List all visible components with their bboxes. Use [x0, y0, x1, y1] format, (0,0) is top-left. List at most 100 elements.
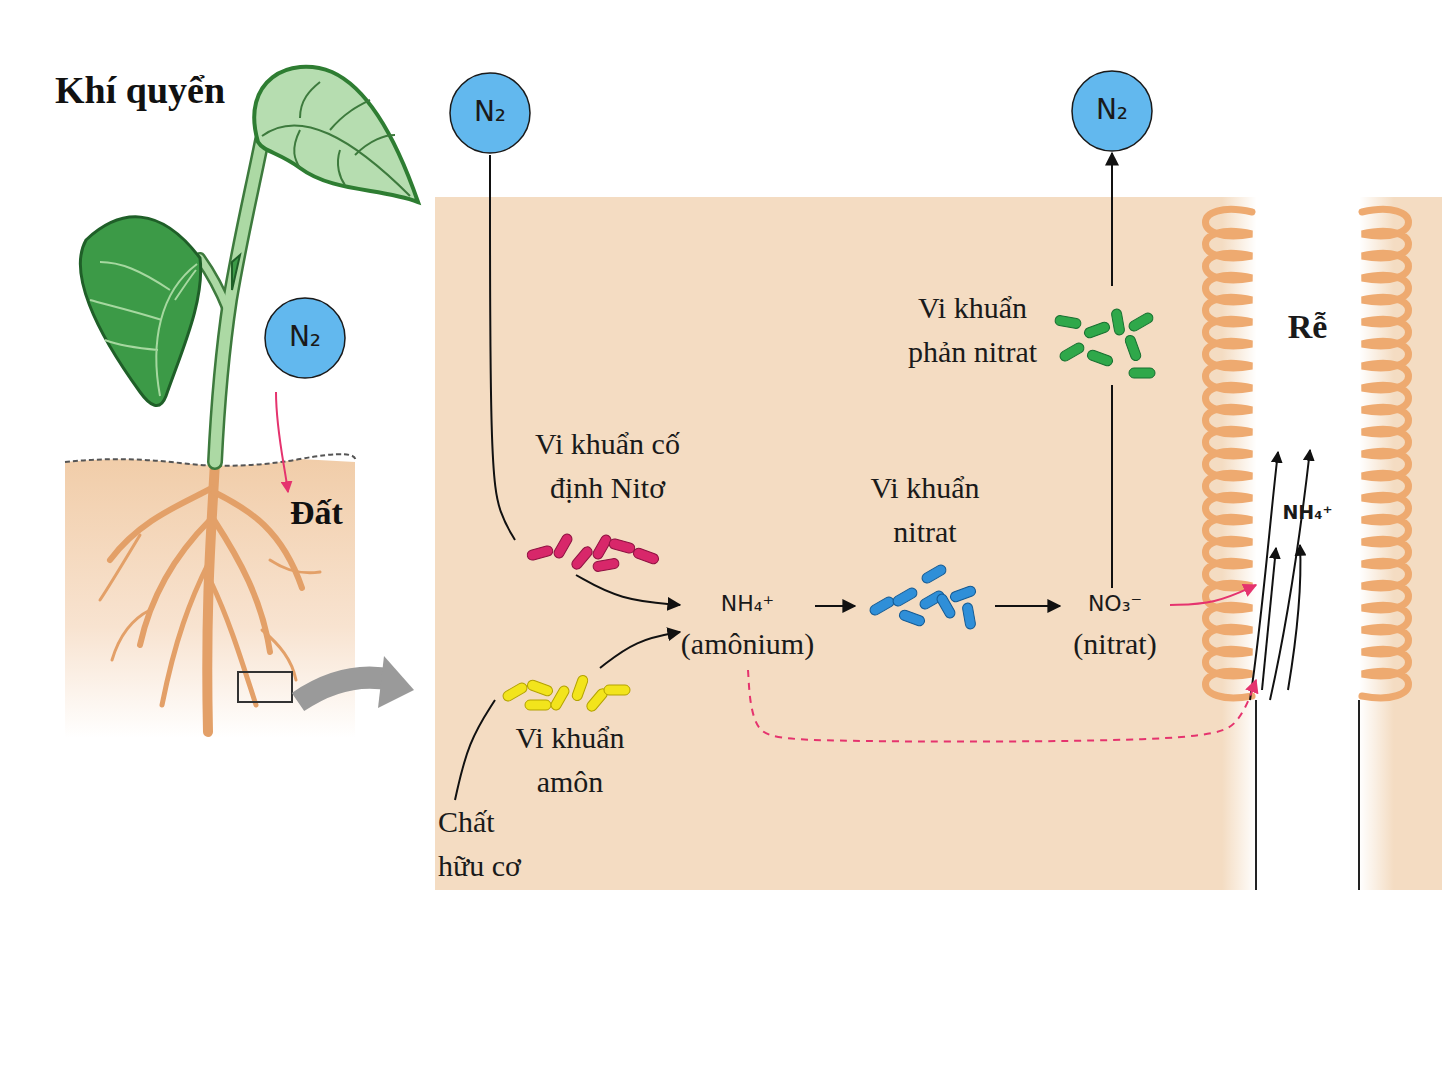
gas-circle	[265, 298, 345, 378]
zoom-arrow	[298, 678, 392, 702]
leaf-veins	[90, 262, 197, 396]
zoom-box	[238, 672, 292, 702]
bacteria-label: Vi khuẩn cố định Nitơ	[515, 422, 700, 510]
bacterium	[608, 538, 636, 554]
bacterium	[1086, 349, 1114, 367]
region-label: Khí quyển	[55, 68, 225, 112]
gas-circle	[450, 73, 530, 153]
bacterium	[962, 602, 976, 629]
text-run: N₂	[474, 93, 506, 131]
root-branch	[162, 562, 209, 705]
bacteria-label: Vi khuẩn amôn	[495, 716, 645, 804]
ammonifying-bacteria	[501, 674, 630, 713]
flow-connector	[576, 575, 680, 605]
bacterium	[526, 679, 554, 697]
ion-formula: NH₄⁺	[680, 588, 815, 620]
top-leaf	[254, 67, 418, 202]
bacterium	[549, 684, 571, 712]
bacterium	[898, 609, 926, 627]
bacterium	[920, 563, 948, 585]
bacterium	[571, 674, 589, 702]
text-run: Rễ	[1288, 305, 1328, 349]
nitrifying-bacteria	[868, 563, 977, 630]
bacterium	[1111, 308, 1125, 335]
zoom-arrow-head	[378, 656, 414, 708]
gas-formula: N₂	[1070, 91, 1154, 129]
text-run: (nitrat)	[1073, 622, 1156, 666]
bacteria-label: Vi khuẩn nitrat	[855, 466, 995, 554]
uptake-arrow	[1270, 450, 1310, 700]
bacterium	[891, 586, 919, 608]
main-root	[207, 462, 215, 732]
text-run: N₂	[1096, 91, 1128, 129]
root-band: RễNH₄⁺	[1256, 197, 1359, 890]
root-hairs	[1362, 209, 1409, 698]
bacterium	[525, 700, 551, 710]
root-branch	[110, 488, 212, 560]
text-run: NH₄⁺	[721, 588, 774, 620]
text-run: Vi khuẩn phản nitrat	[890, 286, 1055, 374]
plant-roots	[100, 462, 320, 732]
nitrogen-entry-arrow	[276, 392, 288, 492]
root-label: Rễ	[1256, 305, 1359, 349]
bacterium	[1124, 334, 1142, 362]
ion-node: NO₃⁻(nitrat)	[1060, 588, 1170, 670]
nitrogen-fixing-bacteria	[526, 532, 660, 572]
ion-node: NH₄⁺(amônium)	[680, 588, 815, 670]
root-branch	[100, 535, 140, 600]
left-leaf	[80, 217, 200, 406]
plant-stem	[200, 140, 262, 462]
bacterium	[604, 685, 630, 695]
stem	[200, 258, 228, 310]
root-branch	[270, 560, 320, 573]
flow-connector	[1111, 385, 1113, 588]
bacterium	[949, 585, 977, 603]
bacteria-group: Vi khuẩn cố định Nitơ	[515, 422, 700, 575]
flow-connector	[748, 670, 1256, 742]
nitrogen-gas-circle: N₂	[1070, 69, 1154, 153]
text-run: N₂	[289, 318, 321, 356]
bacterium	[1127, 311, 1155, 333]
nitrogen-gas-circle: N₂	[263, 296, 347, 380]
ion-name: (nitrat)	[1060, 622, 1170, 666]
denitrifying-bacteria	[1054, 308, 1155, 378]
region-label: Đất	[290, 494, 343, 532]
bacterium	[632, 547, 660, 565]
bacterium	[1058, 341, 1086, 363]
root-streak	[1262, 700, 1300, 780]
text-run: Vi khuẩn cố định Nitơ	[515, 422, 700, 510]
ion-formula: NO₃⁻	[1060, 588, 1170, 620]
root-outline	[1256, 700, 1359, 890]
nitrogen-gas-circle: N₂	[448, 71, 532, 155]
flow-connector	[600, 632, 680, 668]
root-core	[1256, 197, 1359, 890]
bacteria-group: Vi khuẩn phản nitrat	[890, 286, 1160, 385]
flow-connector	[1111, 153, 1113, 286]
flow-connector	[815, 605, 855, 607]
ion-formula: NH₄⁺	[1256, 499, 1359, 525]
text-run: NH₄⁺	[1282, 499, 1332, 525]
bacterium	[592, 558, 619, 572]
bacterium	[1054, 315, 1081, 329]
root-streaks	[1262, 700, 1340, 780]
text-run: Vi khuẩn nitrat	[855, 466, 995, 554]
source-label: Chất hữu cơ	[438, 800, 538, 888]
uptake-arrows	[1250, 450, 1310, 700]
bacterium	[1129, 368, 1155, 378]
flow-connector	[490, 155, 515, 540]
flow-connector	[455, 700, 495, 800]
root-branch	[211, 582, 256, 705]
uptake-arrow	[1288, 545, 1301, 690]
text-run: NO₃⁻	[1088, 588, 1142, 620]
stem-outline	[200, 258, 228, 310]
root-streak	[1310, 700, 1340, 780]
leaf-veins	[262, 82, 410, 196]
gas-circle	[1072, 71, 1152, 151]
gas-formula: N₂	[448, 93, 532, 131]
text-run: (amônium)	[681, 622, 814, 666]
bacterium	[526, 545, 554, 561]
leaf-bud	[232, 255, 240, 290]
root-branch	[214, 520, 270, 652]
